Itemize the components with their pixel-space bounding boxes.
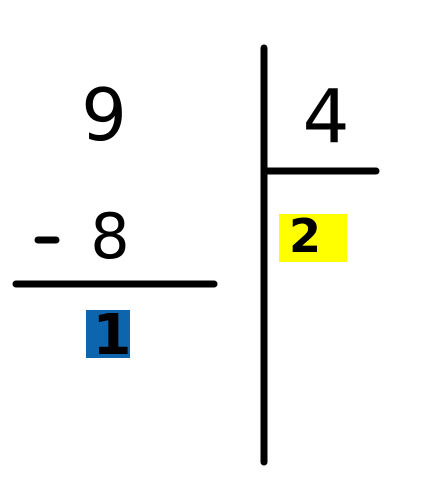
- remainder-highlight: [86, 310, 130, 358]
- quotient-highlight: [279, 214, 347, 262]
- dividend: 9: [81, 73, 127, 157]
- subtrahend: 8: [90, 200, 129, 273]
- remainder: 1: [93, 303, 132, 368]
- quotient: 2: [289, 209, 321, 263]
- divisor: 4: [302, 74, 349, 160]
